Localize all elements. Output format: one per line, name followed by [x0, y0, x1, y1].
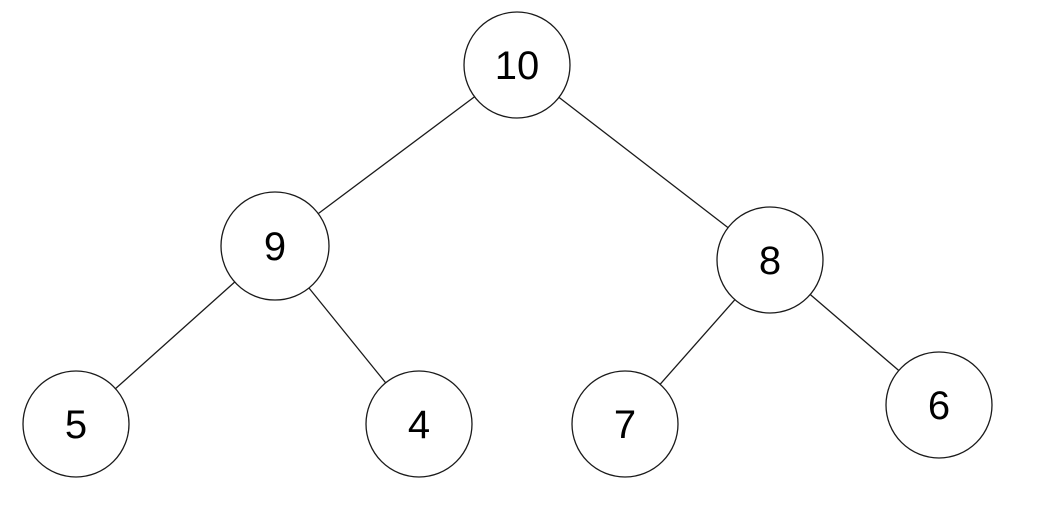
node-circle-9[interactable] [220, 191, 330, 301]
tree-edge-10-to-8 [558, 96, 729, 229]
node-circle-4[interactable] [365, 370, 473, 478]
tree-node-5[interactable]: 5 [22, 370, 130, 478]
tree-edge-9-to-4 [308, 287, 387, 384]
tree-node-6[interactable]: 6 [885, 351, 993, 459]
tree-node-4[interactable]: 4 [365, 370, 473, 478]
tree-node-7[interactable]: 7 [571, 370, 679, 478]
node-circle-10[interactable] [463, 11, 571, 119]
node-circle-8[interactable] [716, 206, 824, 314]
tree-edge-9-to-5 [115, 281, 236, 390]
node-circle-6[interactable] [885, 351, 993, 459]
tree-edge-8-to-6 [809, 294, 900, 371]
tree-node-9[interactable]: 9 [220, 191, 330, 301]
tree-node-10[interactable]: 10 [463, 11, 571, 119]
tree-node-8[interactable]: 8 [716, 206, 824, 314]
edge-layer [115, 96, 900, 390]
node-circle-5[interactable] [22, 370, 130, 478]
tree-edge-8-to-7 [659, 299, 736, 385]
tree-edge-10-to-9 [317, 96, 475, 215]
node-circle-7[interactable] [571, 370, 679, 478]
